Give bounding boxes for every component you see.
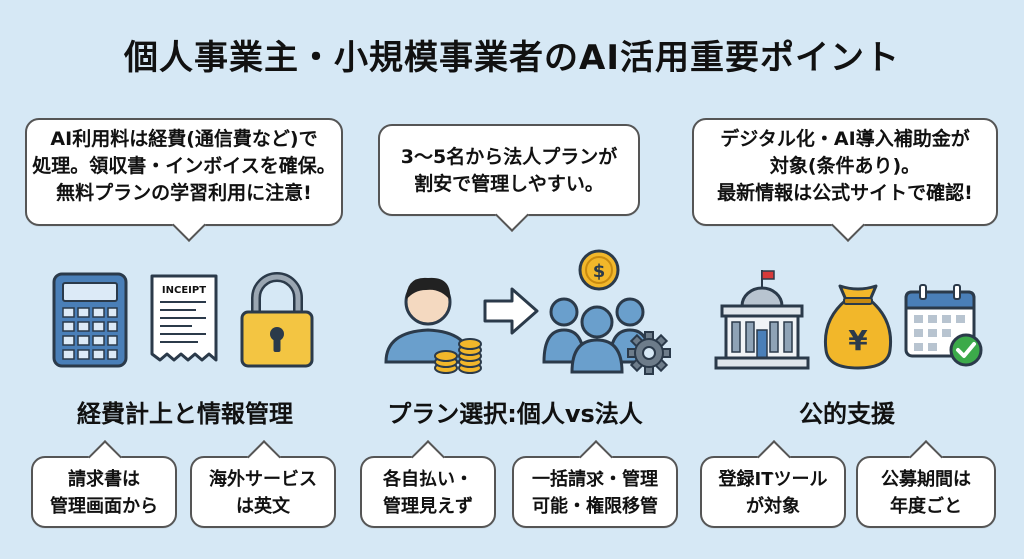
calendar-check-icon [904,284,983,367]
bottom-bubble: 各自払い・ 管理見えず [360,440,496,528]
top-bubble-plan: 3〜5名から法人プランが 割安で管理しやすい。 [378,124,640,232]
bubble-line: が対象 [746,496,800,517]
bubble-line: 公募期間は [881,469,971,490]
top-bubble-support: デジタル化・AI導入補助金が 対象(条件あり)。 最新情報は公式サイトで確認! [692,118,998,242]
coin-stack-icon [434,338,482,374]
bubble-line: 年度ごと [890,496,962,517]
section-heading-plan: プラン選択:個人vs法人 [387,400,643,428]
bubble-line: 登録ITツール [718,469,828,490]
government-building-icon [714,270,810,370]
bottom-bubble: 海外サービス は英文 [190,440,336,528]
dollar-coin-icon: $ [578,249,620,291]
bottom-bubble: 一括請求・管理 可能・権限移管 [512,440,678,528]
bubble-line: 管理見えず [383,496,473,517]
bubble-line: 各自払い・ [383,469,473,490]
bubble-line: デジタル化・AI導入補助金が [720,128,970,150]
svg-text:$: $ [593,261,606,282]
bubble-line: AI利用料は経費(通信費など)で [50,128,318,150]
bottom-bubble: 公募期間は 年度ごと [856,440,996,528]
bubble-line: は英文 [236,496,290,517]
bubble-line: 管理画面から [50,496,158,517]
bubble-line: 一括請求・管理 [532,469,658,490]
bubble-line: 対象(条件あり)。 [769,155,921,177]
bottom-bubble: 登録ITツール が対象 [700,440,846,528]
bubble-line: 無料プランの学習利用に注意! [56,182,312,204]
bubble-line: 処理。領収書・インボイスを確保。 [32,155,336,177]
receipt-icon: INCEIPT [150,274,218,362]
bubble-line: 海外サービス [209,469,317,490]
bubble-line: 割安で管理しやすい。 [414,173,604,195]
money-bag-icon: ¥ [823,284,893,370]
bubble-line: 請求書は [68,469,140,490]
padlock-icon [240,272,314,368]
section-heading-support: 公的支援 [799,400,895,428]
yen-symbol: ¥ [848,324,868,357]
bubble-line: 最新情報は公式サイトで確認! [717,182,973,204]
page-title: 個人事業主・小規模事業者のAI活用重要ポイント [124,38,900,78]
calculator-icon [52,272,128,368]
section-heading-expenses: 経費計上と情報管理 [77,400,293,428]
arrow-right-icon [483,287,539,335]
bubble-line: 3〜5名から法人プランが [400,146,618,168]
receipt-label: INCEIPT [162,285,206,296]
bottom-bubble: 請求書は 管理画面から [31,440,177,528]
bubble-line: 可能・権限移管 [532,496,658,517]
gear-icon [627,331,671,375]
top-bubble-expenses: AI利用料は経費(通信費など)で 処理。領収書・インボイスを確保。 無料プランの… [25,118,343,242]
